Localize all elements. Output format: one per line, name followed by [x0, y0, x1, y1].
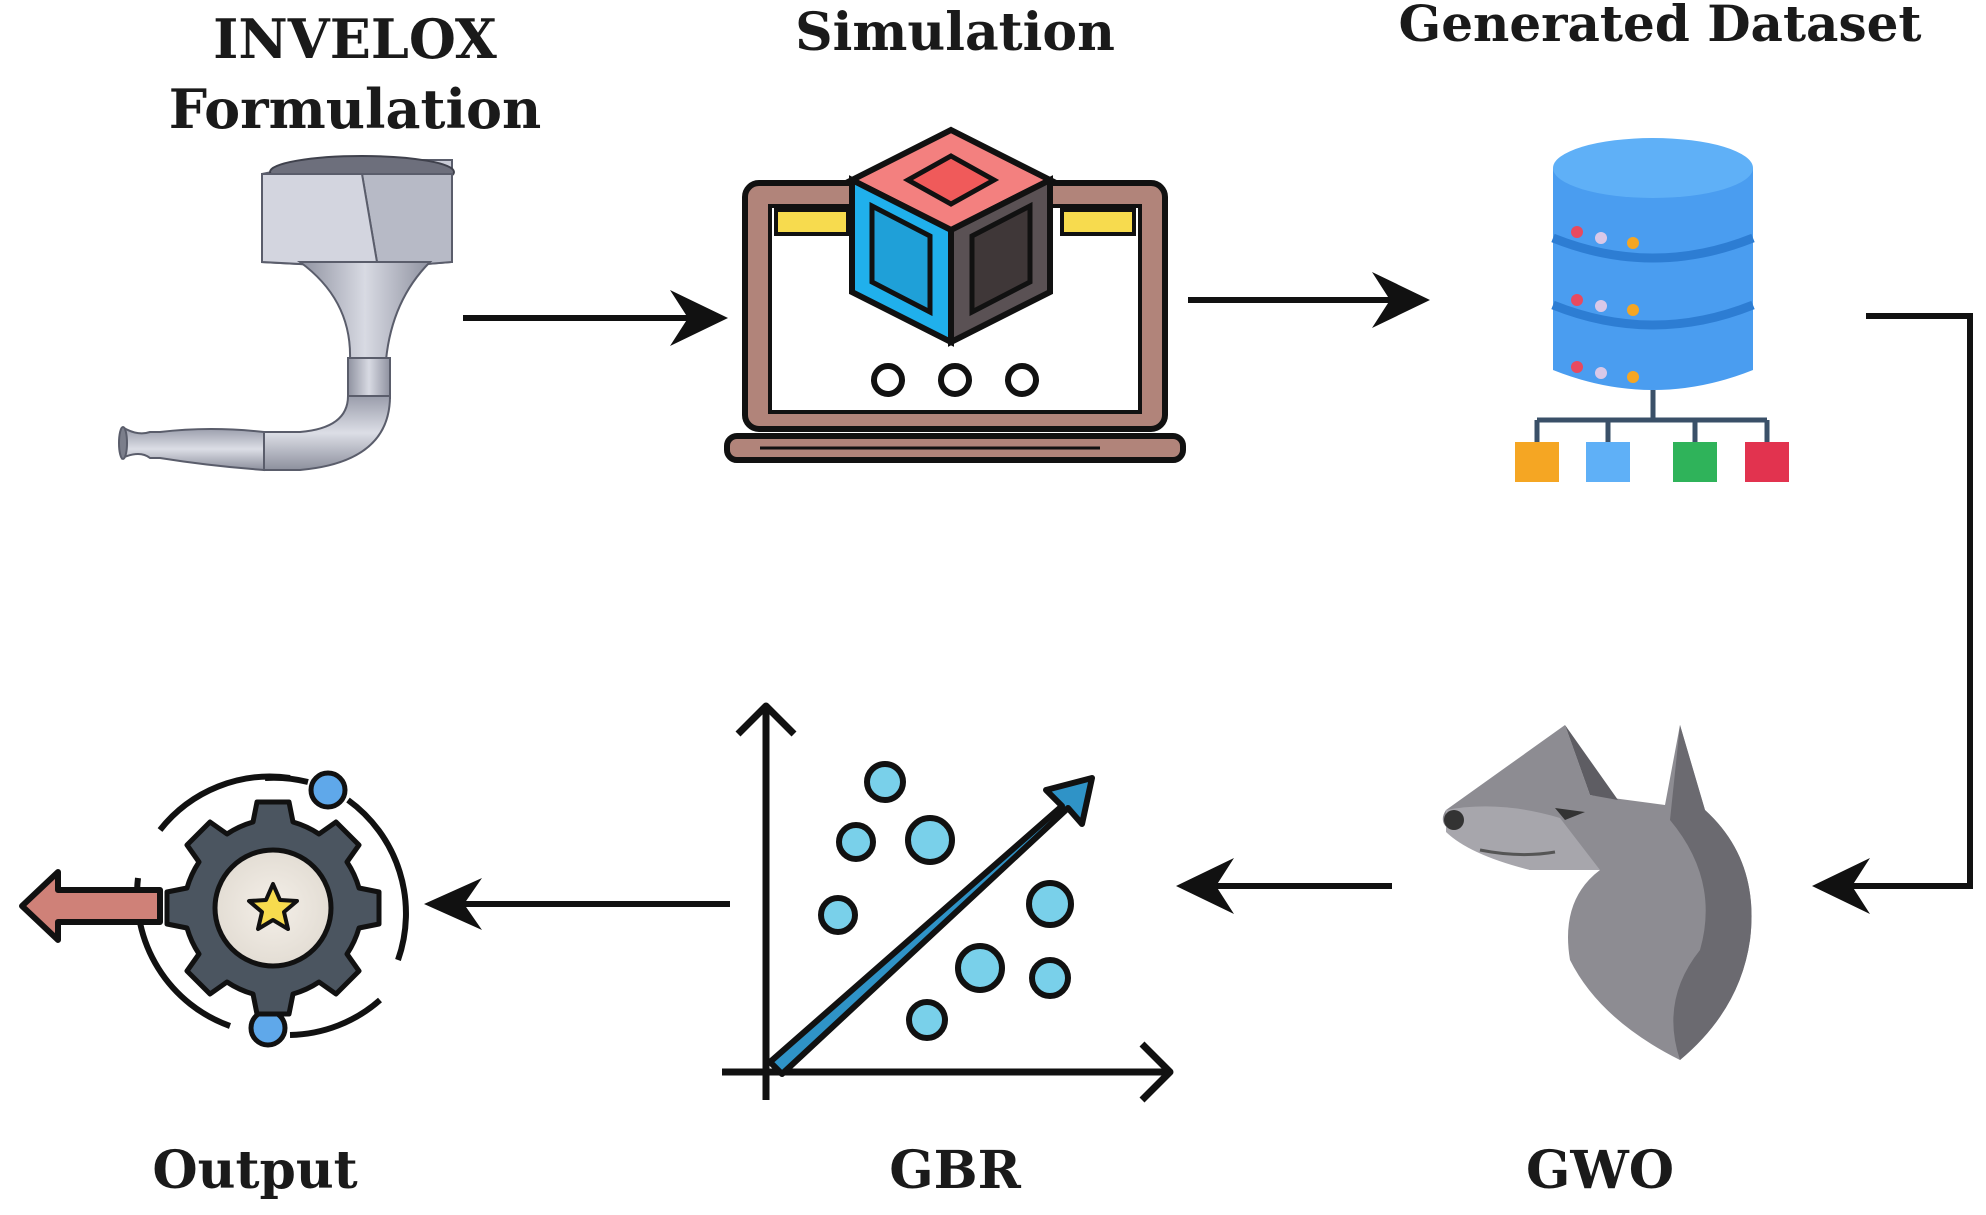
regression-chart-icon [722, 702, 1174, 1103]
output-label: Output [152, 1140, 358, 1201]
arrow-gbr-to-output [424, 878, 730, 930]
arrow-simulation-to-dataset [1188, 272, 1430, 328]
dataset-label: Generated Dataset [1398, 0, 1922, 53]
invelox-label-line2: Formulation [168, 77, 542, 141]
simulation-label: Simulation [795, 2, 1115, 63]
gear-star-icon [19, 770, 409, 1048]
gwo-label: GWO [1525, 1140, 1675, 1201]
invelox-label: INVELOX Formulation [160, 4, 550, 144]
database-icon [1515, 138, 1789, 482]
invelox-label-line1: INVELOX [213, 7, 497, 71]
arrow-gwo-to-gbr [1176, 858, 1392, 914]
invelox-funnel-icon [118, 155, 455, 472]
arrow-invelox-to-simulation [463, 290, 728, 346]
laptop-cube-icon [724, 126, 1186, 463]
arrow-dataset-to-gwo [1812, 313, 1973, 914]
gbr-label: GBR [889, 1140, 1021, 1201]
wolf-icon [1442, 725, 1752, 1060]
